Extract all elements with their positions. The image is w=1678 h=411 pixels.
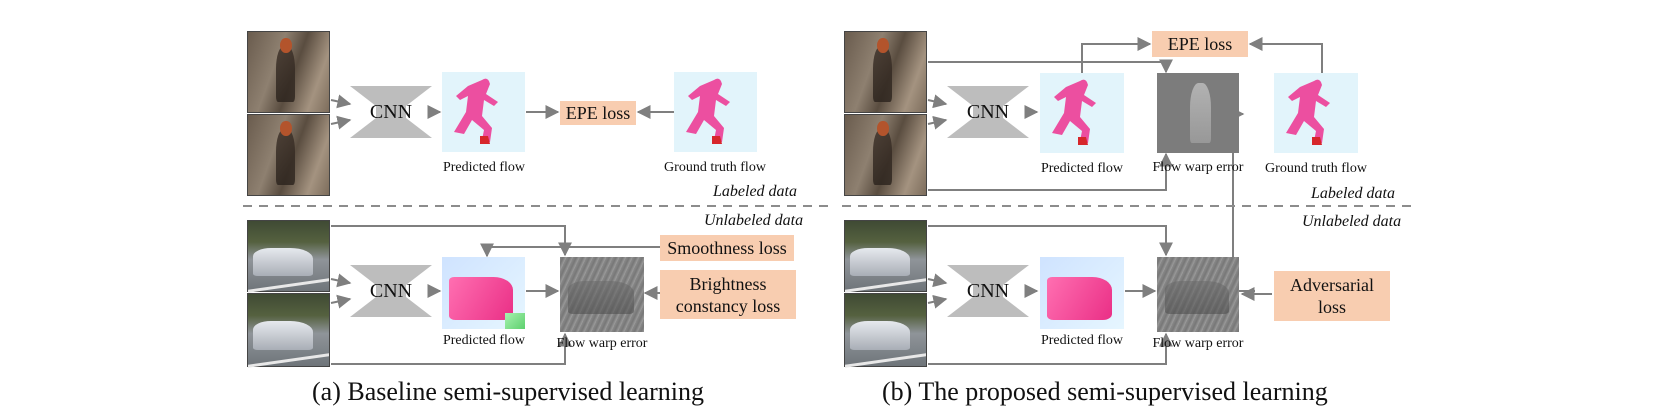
- cnn-block: CNN: [350, 86, 432, 138]
- epe-loss-label: EPE loss: [565, 103, 631, 123]
- epe-loss-box: EPE loss: [560, 101, 636, 125]
- arrow: [330, 273, 352, 288]
- arrow: [330, 294, 352, 309]
- ground-truth-flow-image: [1274, 73, 1358, 153]
- arrow: [330, 115, 352, 130]
- ground-truth-flow-image: [674, 72, 757, 152]
- predicted-flow-label: Predicted flow: [1040, 333, 1124, 348]
- cnn-block: CNN: [947, 265, 1029, 317]
- arrow: [331, 332, 572, 365]
- input-frame-2: [247, 293, 330, 368]
- flow-warp-error-label: Flow warp error: [1152, 160, 1244, 175]
- labeled-data-label: Labeled data: [713, 183, 797, 200]
- cnn-block: CNN: [350, 265, 432, 317]
- arrow: [330, 94, 352, 109]
- unlabeled-data-label: Unlabeled data: [1302, 213, 1402, 230]
- input-frame-1: [247, 220, 330, 293]
- arrow: [480, 243, 660, 258]
- flow-warp-error-image: [1157, 73, 1239, 153]
- smoothness-loss-box: Smoothness loss: [660, 235, 794, 261]
- labeled-data-label: Labeled data: [1311, 185, 1395, 202]
- predicted-flow-image: [442, 257, 525, 329]
- cnn-label: CNN: [369, 100, 413, 123]
- arrow: [1081, 37, 1152, 73]
- predicted-flow-label: Predicted flow: [1040, 161, 1124, 176]
- epe-loss-label: EPE loss: [1167, 34, 1233, 54]
- ground-truth-flow-label: Ground truth flow: [1265, 161, 1367, 176]
- flow-warp-error-image: [560, 257, 644, 332]
- input-frame-2: [247, 114, 330, 196]
- flow-warp-error-image: [1157, 257, 1239, 332]
- input-frame-1: [844, 220, 927, 293]
- arrow: [927, 273, 948, 288]
- arrow: [927, 94, 948, 109]
- ground-truth-flow-label: Ground truth flow: [664, 160, 766, 175]
- predicted-flow-label: Predicted flow: [442, 333, 526, 348]
- arrow: [928, 152, 1173, 191]
- arrow: [927, 294, 948, 309]
- input-frame-2: [844, 293, 927, 368]
- predicted-flow-image: [1040, 257, 1124, 329]
- arrow: [928, 59, 1173, 74]
- input-frame-1: [247, 31, 330, 113]
- adversarial-loss-box: Adversarial loss: [1274, 271, 1390, 321]
- input-frame-1: [844, 31, 927, 113]
- flow-warp-error-label: Flow warp error: [1152, 336, 1244, 351]
- brightness-constancy-loss-box: Brightness constancy loss: [660, 270, 796, 319]
- caption-b: (b) The proposed semi-supervised learnin…: [882, 377, 1328, 406]
- smoothness-loss-label: Smoothness loss: [667, 238, 787, 258]
- cnn-label: CNN: [966, 279, 1010, 302]
- arrow: [928, 332, 1173, 365]
- cnn-block: CNN: [947, 86, 1029, 138]
- predicted-flow-image: [1040, 73, 1124, 153]
- predicted-flow-image: [442, 72, 525, 152]
- arrow: [331, 225, 572, 257]
- predicted-flow-label: Predicted flow: [442, 160, 526, 175]
- arrow: [927, 115, 948, 130]
- input-frame-2: [844, 114, 927, 196]
- adversarial-loss-label: Adversarial loss: [1290, 275, 1374, 317]
- arrow: [1248, 37, 1323, 73]
- unlabeled-data-label: Unlabeled data: [704, 212, 804, 229]
- cnn-label: CNN: [369, 279, 413, 302]
- caption-a: (a) Baseline semi-supervised learning: [312, 377, 705, 406]
- arrow: [928, 225, 1173, 257]
- flow-warp-error-label: Flow warp error: [556, 336, 648, 351]
- epe-loss-box: EPE loss: [1152, 31, 1248, 57]
- cnn-label: CNN: [966, 100, 1010, 123]
- brightness-constancy-loss-label: Brightness constancy loss: [675, 273, 781, 316]
